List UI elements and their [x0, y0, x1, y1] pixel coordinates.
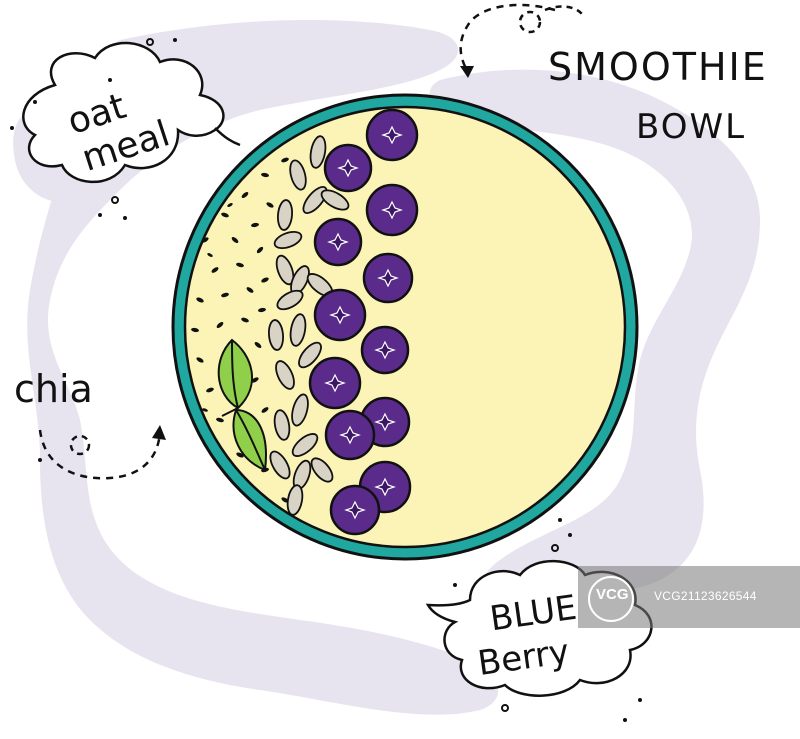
speech-bubble-icon	[22, 41, 225, 184]
chia-group: chia	[14, 367, 166, 480]
chia-seed-icon	[201, 237, 209, 243]
title-group: SMOOTHIE BOWL	[459, 3, 768, 147]
title-line1: SMOOTHIE	[548, 45, 768, 89]
scatter-dots	[10, 78, 562, 522]
chia-seeds	[191, 157, 289, 503]
oat-flakes	[268, 135, 350, 516]
mint-leaf-icon	[217, 338, 267, 472]
blueberries	[308, 108, 419, 536]
dashed-arrow-icon	[459, 3, 556, 73]
dashed-arrow-icon	[38, 429, 162, 480]
smoothie-bowl	[171, 93, 639, 561]
blueberry-icon	[365, 108, 419, 162]
chia-label: chia	[14, 367, 93, 411]
watermark-id: VCG21123626544	[654, 589, 757, 603]
watermark-logo-icon	[588, 576, 634, 622]
watermark: VCG VCG21123626544	[578, 566, 800, 628]
title-line2: BOWL	[636, 107, 746, 147]
watermark-brand: VCG	[596, 586, 629, 603]
oatmeal-bubble: oat meal	[22, 38, 241, 220]
oat-flake-icon	[309, 135, 327, 169]
